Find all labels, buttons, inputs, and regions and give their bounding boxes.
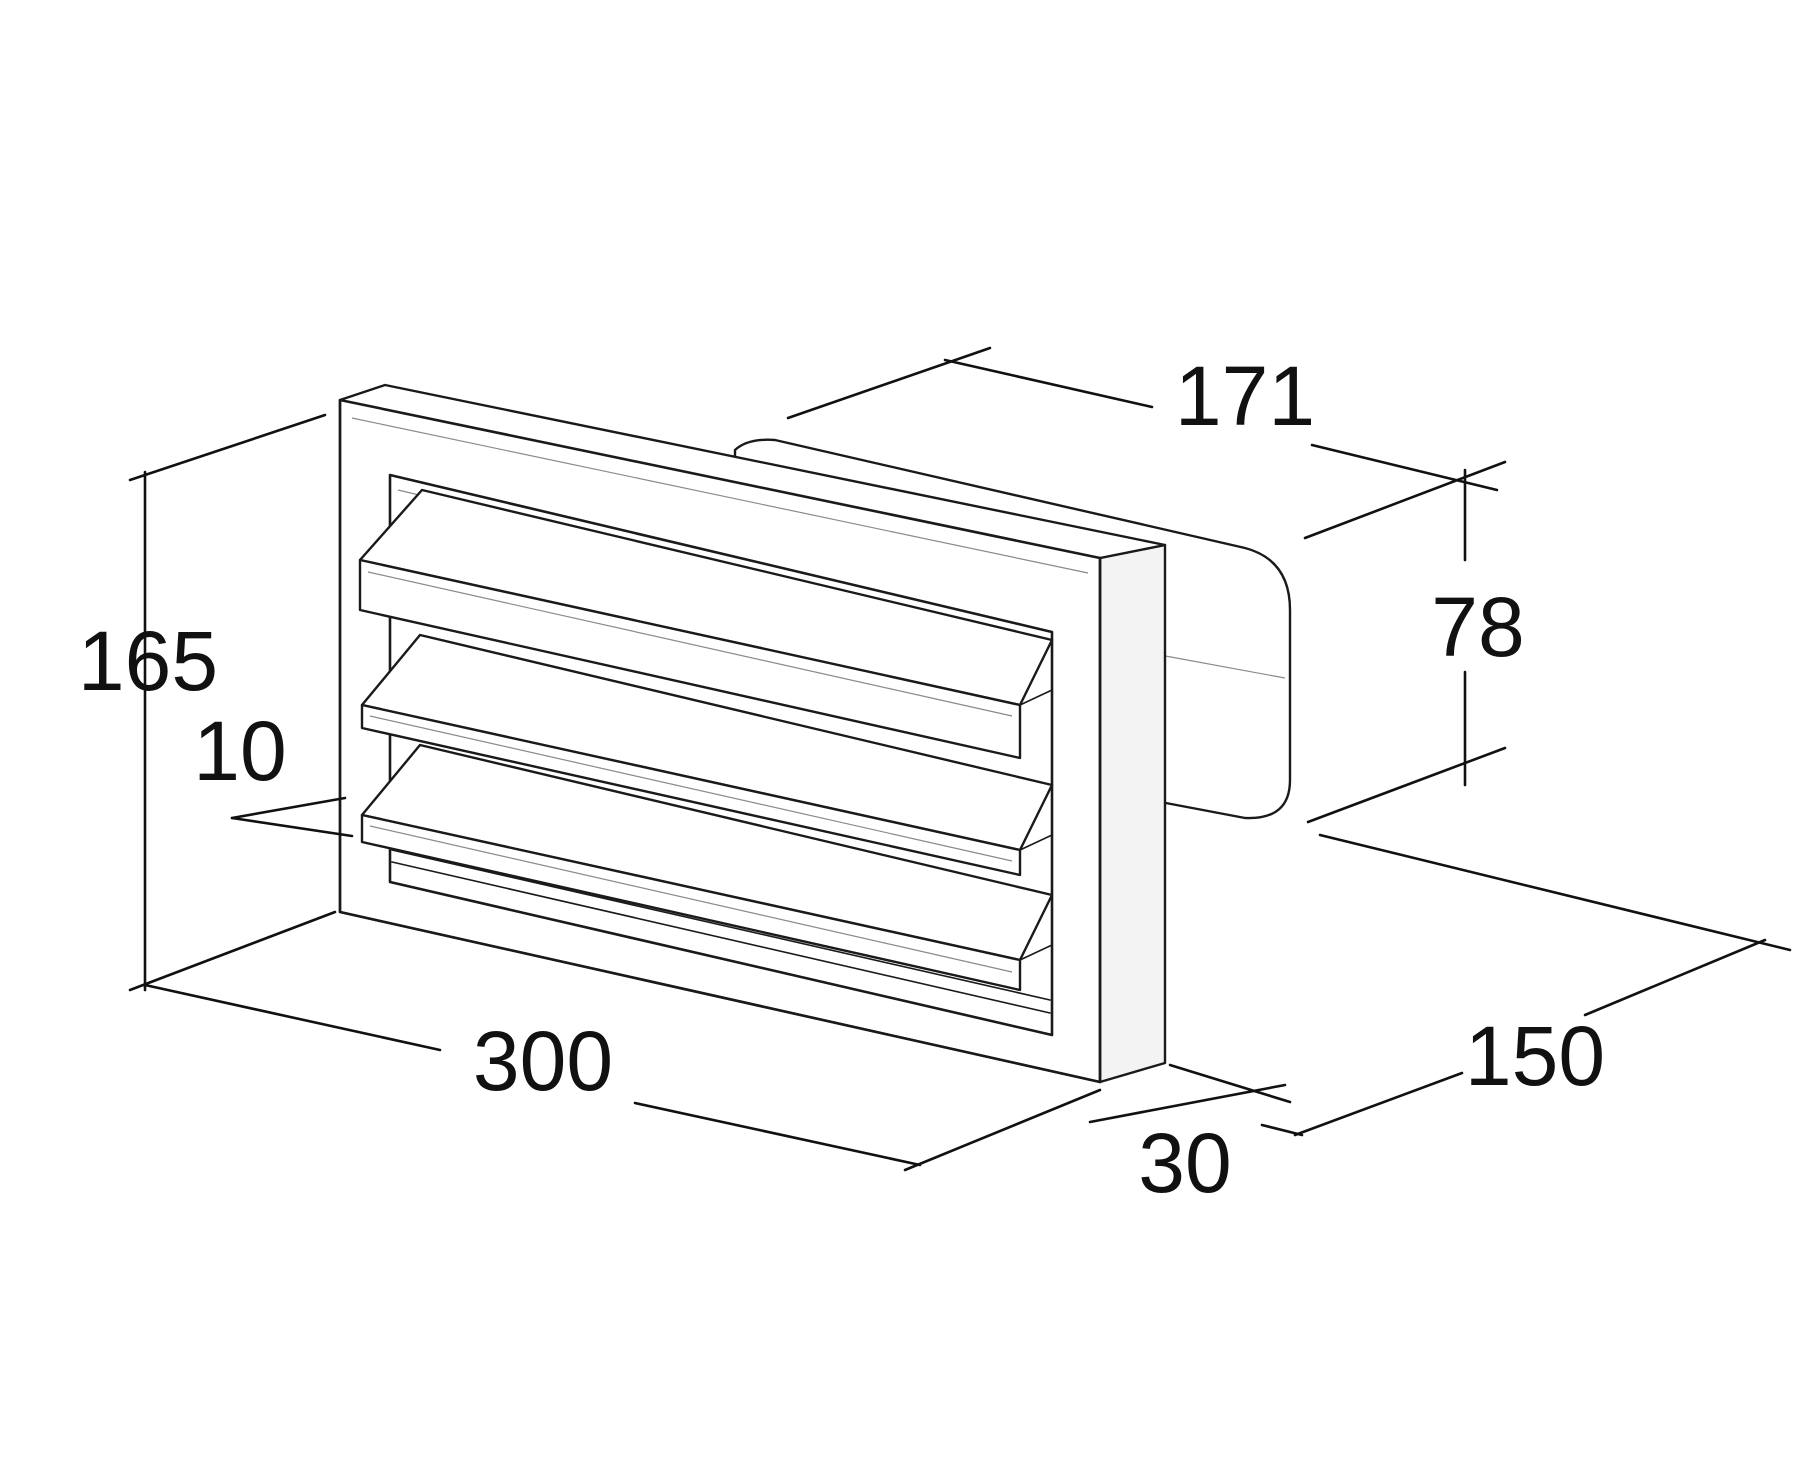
- dimension-165: 165: [78, 413, 337, 992]
- dimension-300-label: 300: [473, 1014, 613, 1108]
- dimension-78: 78: [1306, 468, 1525, 824]
- dimension-300: 300: [143, 983, 1102, 1172]
- dimension-10: 10: [193, 704, 354, 838]
- dimension-171-label: 171: [1175, 349, 1315, 443]
- louver-2: [360, 633, 1054, 877]
- dimension-165-label: 165: [78, 614, 218, 708]
- dimension-150: 150: [1293, 833, 1792, 1137]
- dimension-30: 30: [1088, 1063, 1304, 1210]
- louver-1: [358, 488, 1054, 760]
- dimension-10-label: 10: [193, 704, 286, 798]
- dimension-171: 171: [786, 346, 1507, 540]
- dimension-30-label: 30: [1138, 1116, 1231, 1210]
- louver-3: [360, 743, 1054, 992]
- dimension-78-label: 78: [1431, 580, 1524, 674]
- frame-side: [1098, 543, 1167, 1084]
- dimension-150-label: 150: [1465, 1009, 1605, 1103]
